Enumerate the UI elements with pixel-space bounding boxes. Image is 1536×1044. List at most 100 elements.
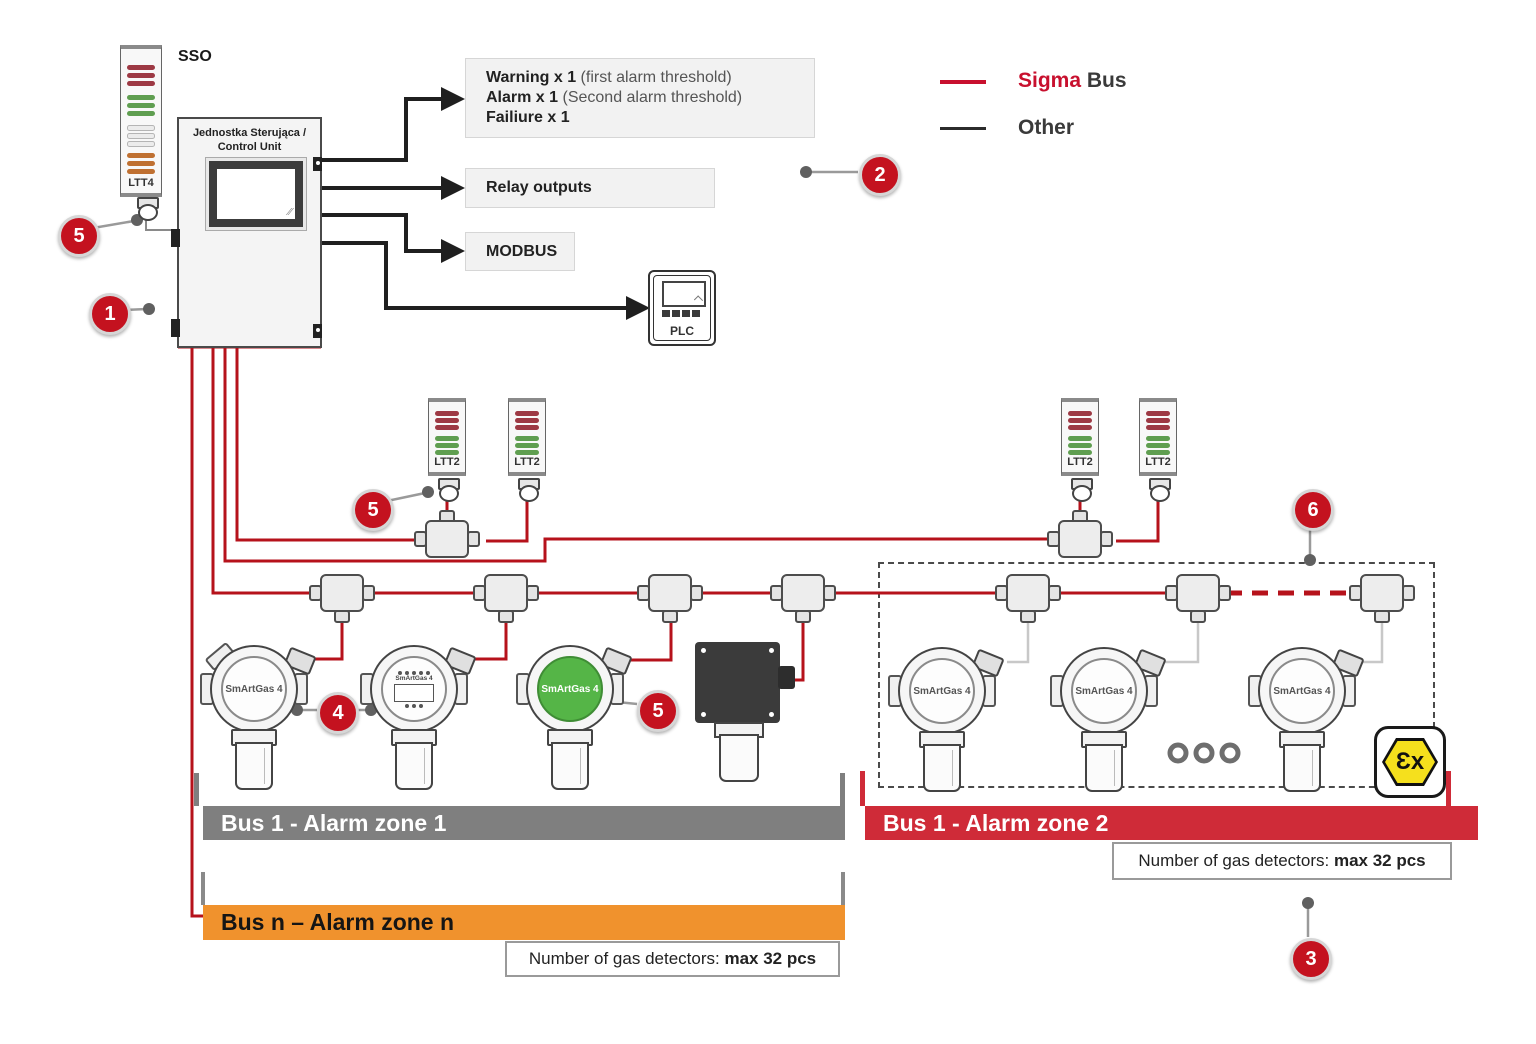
legend-other-label: Other: [1018, 116, 1075, 139]
junction-box: [320, 574, 364, 612]
detector-label: SmArtGas 4: [541, 683, 599, 695]
plc-screen: [662, 281, 706, 307]
count-prefix: Number of gas detectors:: [1138, 851, 1330, 870]
legend-bus-word: Bus: [1081, 69, 1127, 92]
zone2-label: Bus 1 - Alarm zone 2: [883, 809, 1109, 836]
latch: [313, 157, 322, 171]
cable-gland: [778, 666, 795, 689]
ex-label: Ɛx: [1385, 741, 1435, 783]
junction-box: [484, 574, 528, 612]
legend-sigma-line: [940, 80, 986, 84]
badge-5: 5: [352, 489, 394, 531]
ltt4-tower: LTT4: [120, 45, 162, 197]
control-unit: Jednostka Sterująca / Control Unit ⁄⁄: [171, 117, 322, 348]
hinge: [171, 319, 180, 337]
plc-keys: [662, 310, 700, 317]
ltt2-tower: LTT2: [508, 398, 546, 476]
badge-5: 5: [637, 690, 679, 732]
sensor-head: [719, 734, 759, 782]
warning-line2-bold: Alarm x 1: [486, 89, 559, 106]
gas-detector: SmArtGas 4: [888, 647, 1005, 797]
detector-label-small: SmArtGas 4: [395, 674, 433, 682]
ltt2-label: LTT2: [1067, 456, 1093, 468]
junction-box: [781, 574, 825, 612]
warning-line1-rest: (first alarm threshold): [576, 69, 732, 86]
sensor-head: [235, 742, 273, 790]
junction-box: [1058, 520, 1102, 558]
zone-bar-1: Bus 1 - Alarm zone 1: [203, 806, 845, 840]
sensor-head: [395, 742, 433, 790]
warning-line3-bold: Failiure x 1: [486, 109, 570, 126]
warning-line2-rest: (Second alarm threshold): [558, 89, 743, 106]
sensor-head: [1085, 744, 1123, 792]
screen-gloss: ⁄⁄: [288, 207, 292, 218]
detector-label: SmArtGas 4: [913, 685, 971, 697]
ltt4-label: LTT4: [128, 177, 154, 189]
gas-detector-green: SmArtGas 4: [516, 645, 633, 795]
detector-label: SmArtGas 4: [1075, 685, 1133, 697]
badge-3: 3: [1290, 938, 1332, 980]
count-prefix: Number of gas detectors:: [528, 949, 720, 968]
ltt2-connector-ring: [1150, 485, 1170, 502]
zone-n-label: Bus n – Alarm zone n: [221, 909, 455, 935]
sensor-head: [923, 744, 961, 792]
ltt2-connector-ring: [1072, 485, 1092, 502]
ltt2-connector-ring: [439, 485, 459, 502]
zone-bar-2: Bus 1 - Alarm zone 2: [865, 806, 1478, 840]
ltt4-orange-bar: [127, 153, 155, 158]
gas-detector: SmArtGas 4: [1050, 647, 1167, 797]
ltt2-label: LTT2: [1145, 456, 1171, 468]
legend-other-line: [940, 127, 986, 130]
relay-output-box: Relay outputs: [465, 168, 715, 208]
badge-4: 4: [317, 692, 359, 734]
badge-1: 1: [89, 293, 131, 335]
warning-output-box: Warning x 1 (first alarm threshold) Alar…: [465, 58, 815, 138]
ltt4-connector-ring: [138, 204, 158, 221]
warning-line1-bold: Warning x 1: [486, 69, 577, 86]
ltt4-green-bar: [127, 95, 155, 100]
relay-label: Relay outputs: [486, 179, 592, 196]
modbus-label: MODBUS: [486, 242, 558, 260]
zone1-label: Bus 1 - Alarm zone 1: [221, 809, 447, 836]
detector-label: SmArtGas 4: [225, 683, 283, 695]
sensor-head: [551, 742, 589, 790]
badge-6: 6: [1292, 489, 1334, 531]
ltt2-label: LTT2: [514, 456, 540, 468]
zone-bar-n: Bus n – Alarm zone n: [203, 905, 845, 940]
ltt2-tower: LTT2: [1139, 398, 1177, 476]
detector-count-box: Number of gas detectors: max 32 pcs: [505, 941, 840, 977]
junction-box: [1176, 574, 1220, 612]
gas-detector: SmArtGas 4: [200, 641, 317, 795]
control-unit-title-line1: Jednostka Sterująca /: [192, 127, 307, 139]
ex-zone-boundary: [878, 562, 1435, 788]
count-value: max 32 pcs: [724, 949, 817, 968]
junction-box: [1006, 574, 1050, 612]
sensor-head: [1283, 744, 1321, 792]
detector-count-box: Number of gas detectors: max 32 pcs: [1112, 842, 1452, 880]
badge-2: 2: [859, 154, 901, 196]
ltt2-label: LTT2: [434, 456, 460, 468]
ltt2-tower: LTT2: [1061, 398, 1099, 476]
badge-5: 5: [58, 215, 100, 257]
ltt2-tower: LTT2: [428, 398, 466, 476]
latch: [313, 324, 322, 338]
junction-box: [425, 520, 469, 558]
ltt4-gray-bar: [127, 125, 155, 131]
modbus-output-box: MODBUS: [465, 232, 575, 271]
ex-marking: Ɛx: [1374, 726, 1446, 798]
hinge: [171, 229, 180, 247]
legend-sigma-word: Sigma: [1018, 69, 1082, 92]
arrowheads: [441, 87, 650, 320]
blackbox-detector: [695, 642, 795, 782]
detector-label: SmArtGas 4: [1273, 685, 1331, 697]
legend-sigma-label: Sigma Bus: [1018, 69, 1127, 93]
gas-detector-display: SmArtGas 4: [360, 645, 477, 795]
plc-device: PLC: [648, 270, 716, 346]
count-value: max 32 pcs: [1333, 851, 1426, 870]
more-detectors-ellipsis: [1167, 742, 1241, 764]
control-unit-title: Jednostka Sterująca / Control Unit: [179, 126, 320, 154]
junction-box: [648, 574, 692, 612]
control-unit-screen: ⁄⁄: [205, 157, 307, 231]
